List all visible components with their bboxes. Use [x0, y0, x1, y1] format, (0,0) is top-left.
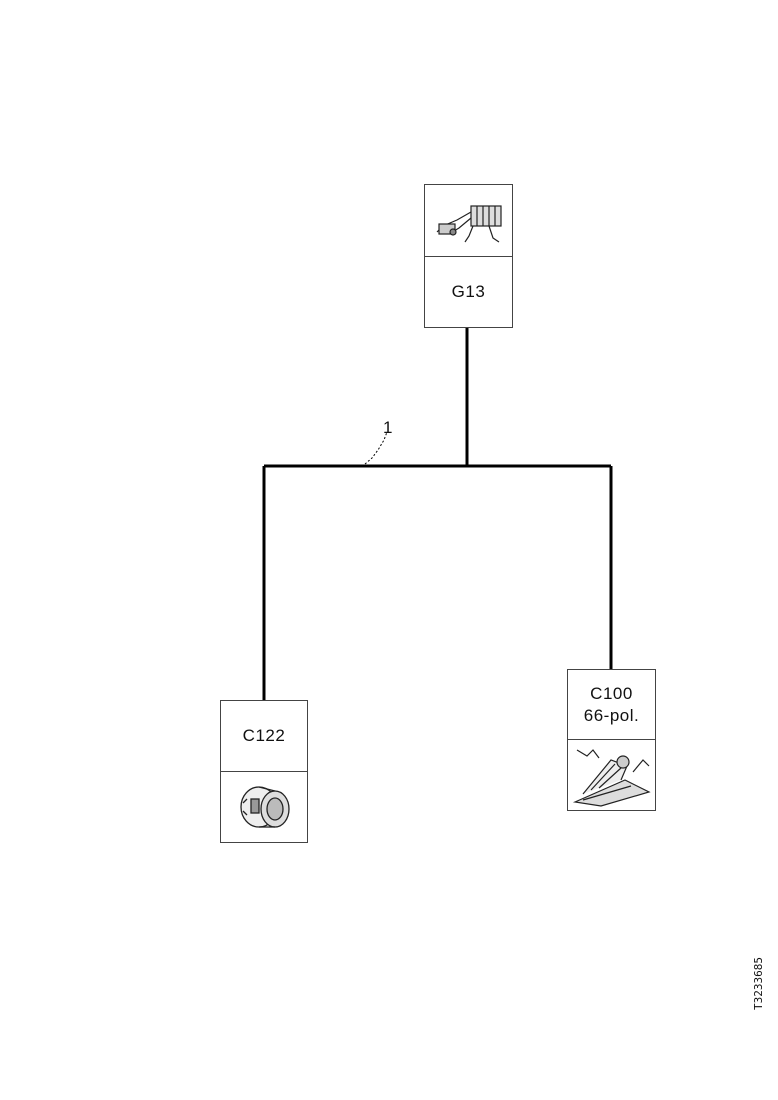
connector-c122-label: C122	[221, 701, 307, 772]
connector-g13-image	[425, 185, 512, 257]
figure-reference-code: T3233685	[752, 957, 765, 1010]
connector-c100-label: C100 66-pol.	[568, 670, 655, 740]
connector-c100-image	[568, 740, 655, 810]
connector-c122[interactable]: C122	[220, 700, 308, 843]
connector-g13[interactable]: G13	[424, 184, 513, 328]
connector-c122-name: C122	[242, 726, 286, 745]
connector-g13-name: G13	[451, 282, 486, 301]
multi-pin-connector-icon	[572, 749, 651, 807]
wire-label-leader	[364, 431, 388, 465]
connector-c100-name: C100	[590, 683, 633, 703]
round-connector-icon	[240, 786, 290, 828]
connector-c100-pins: 66-pol.	[583, 705, 640, 725]
connector-g13-label: G13	[425, 257, 512, 327]
wire-label: 1	[383, 418, 393, 437]
multi-pin-connector-icon	[436, 204, 502, 242]
connector-c100[interactable]: C100 66-pol.	[567, 669, 656, 811]
connector-c122-image	[221, 772, 307, 842]
